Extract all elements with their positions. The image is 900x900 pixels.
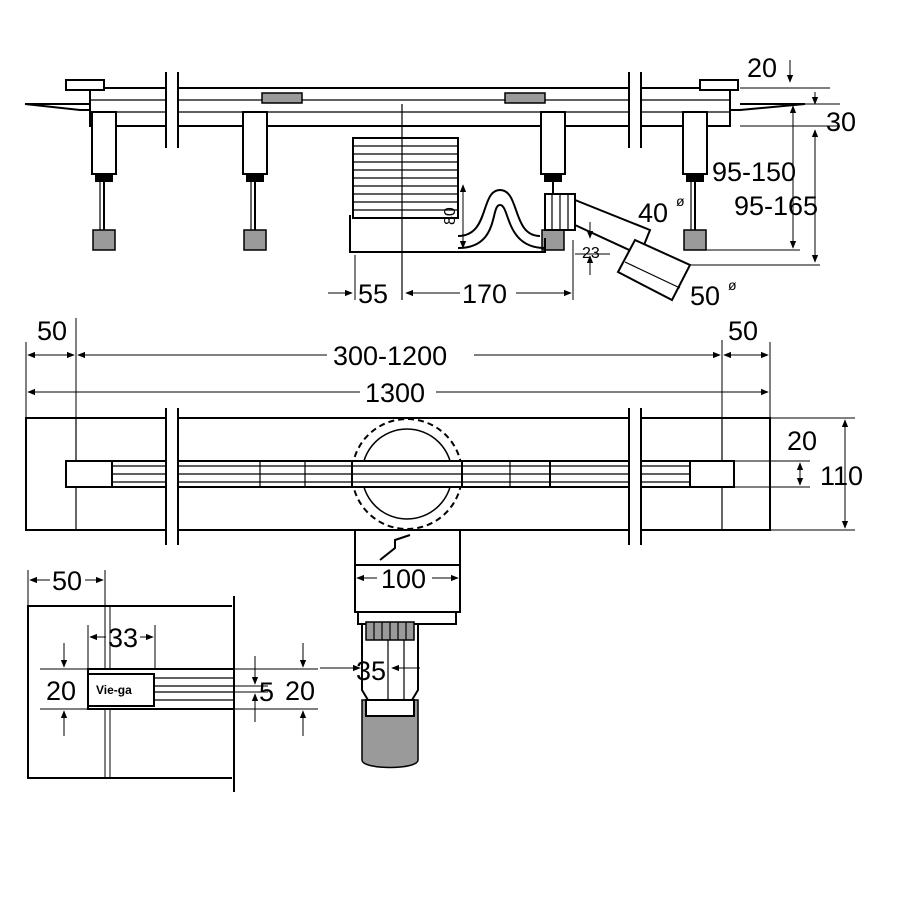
dim-top-20: 20 — [747, 53, 777, 83]
side-view: 20 30 95-150 95-165 40 ø 50 ø 80 23 55 1… — [24, 53, 856, 311]
diameter-mark-40: ø — [676, 193, 685, 209]
drain-circle-plan — [351, 418, 463, 530]
dim-outlet-100: 100 — [381, 564, 426, 594]
dim-detail-20-right: 20 — [285, 676, 315, 706]
detail-view: 50 33 Vie-ga 20 5 20 — [27, 566, 318, 792]
logo-plate — [87, 673, 155, 707]
dim-95-150: 95-150 — [712, 157, 796, 187]
end-cap-left — [65, 79, 105, 91]
dim-range-300-1200: 300-1200 — [333, 341, 447, 371]
plan-view: 50 300-1200 50 1300 — [25, 316, 863, 769]
outlet-assembly — [354, 530, 461, 769]
dim-left-50: 50 — [37, 316, 67, 346]
channel-body-side — [89, 87, 731, 127]
support-foot-1 — [91, 111, 117, 251]
dim-logo-33: 33 — [108, 623, 138, 653]
plan-break-left — [165, 405, 179, 545]
diameter-mark-50: ø — [728, 277, 737, 293]
plan-break-right — [628, 405, 642, 545]
dim-detail-gap-5: 5 — [259, 677, 274, 707]
support-foot-2 — [242, 111, 268, 251]
dim-bottom-170: 170 — [462, 279, 507, 309]
dim-detail-left-50: 50 — [52, 566, 82, 596]
dim-pipe-40: 40 — [638, 198, 668, 228]
dim-width-110: 110 — [820, 461, 863, 491]
dim-drop-23: 23 — [582, 245, 600, 262]
dim-pipe-35: 35 — [356, 656, 386, 686]
dim-95-165: 95-165 — [734, 191, 818, 221]
end-cap-right — [699, 79, 739, 91]
dim-bottom-55: 55 — [358, 279, 388, 309]
dim-slot-20: 20 — [787, 426, 817, 456]
dim-total-1300: 1300 — [365, 378, 425, 408]
logo-text: Vie-ga — [96, 683, 132, 697]
break-mark-left — [165, 70, 179, 150]
dim-pipe-50: 50 — [690, 281, 720, 311]
support-foot-4 — [682, 111, 708, 251]
support-foot-3 — [540, 111, 566, 251]
drain-body-side — [349, 104, 692, 302]
dim-right-30: 30 — [826, 107, 856, 137]
break-mark-right — [628, 70, 642, 150]
dim-height-80: 80 — [442, 207, 459, 225]
dim-detail-20-left: 20 — [46, 676, 76, 706]
dim-right-50: 50 — [728, 316, 758, 346]
